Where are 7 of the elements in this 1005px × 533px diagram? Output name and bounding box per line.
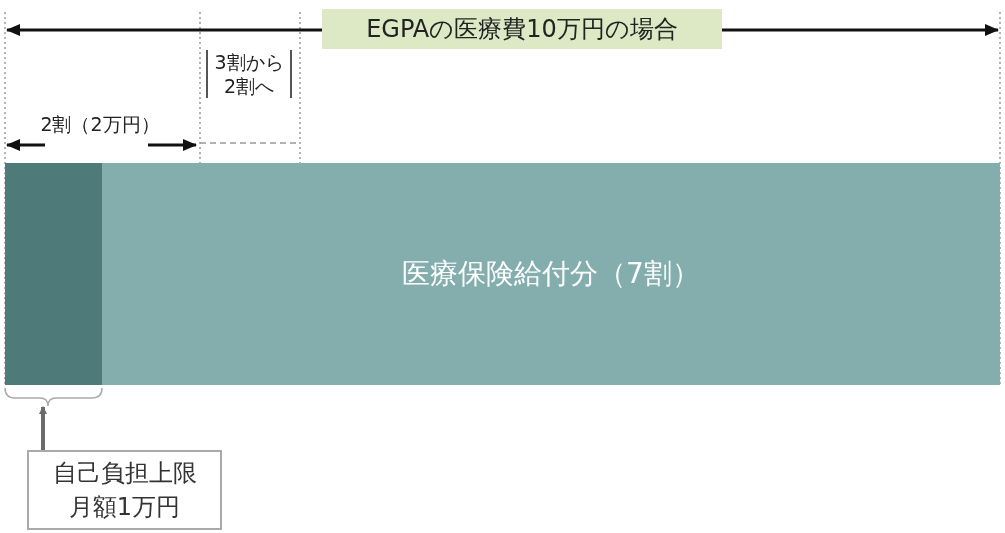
arrow [39, 406, 47, 450]
bracket-label: 3割から2割へ [206, 50, 292, 98]
bar-segment [5, 163, 102, 385]
bar-segment: 医療保険給付分（7割） [102, 163, 1000, 385]
note-box: 自己負担上限月額1万円 [27, 450, 222, 530]
title-banner: EGPAの医療費10万円の場合 [322, 9, 722, 49]
dimension-label: 2割（2万円） [39, 112, 161, 136]
